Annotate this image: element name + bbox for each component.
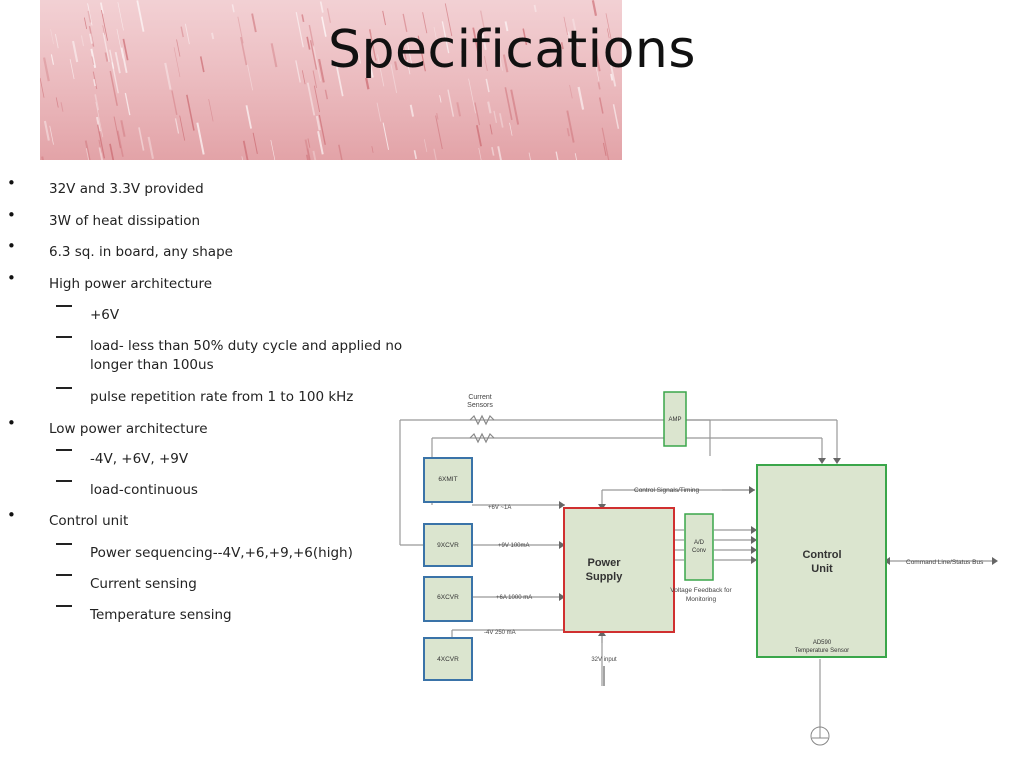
dash-icon — [56, 387, 72, 389]
bullet-text: load-continuous — [90, 482, 198, 498]
control-unit-box — [756, 464, 887, 658]
resistor-icon — [469, 414, 495, 426]
voltage-feedback-label-2: Monitoring — [686, 596, 717, 603]
xcvr9-label: 9XCVR — [437, 542, 459, 549]
ad-converter-box — [684, 513, 714, 581]
bullet-text: 3W of heat dissipation — [49, 213, 201, 229]
input-32v-label: 32V input — [591, 657, 617, 663]
amp-box — [663, 391, 687, 447]
current-sensors-label-2: Sensors — [467, 402, 493, 409]
xmit6-box — [423, 457, 473, 503]
dash-icon — [56, 336, 72, 338]
amp-label: AMP — [668, 417, 681, 423]
bullet-text: High power architecture — [49, 276, 213, 292]
rail-4v-label: -4V 250 mA — [484, 630, 516, 636]
bullet-text: pulse repetition rate from 1 to 100 kHz — [90, 389, 354, 405]
temp-sensor-label-2: Temperature Sensor — [795, 648, 849, 654]
bullet-text: Control unit — [49, 513, 129, 529]
block-diagram: Current Sensors AMP 6XMIT 9XCVR 6XCVR 4X… — [399, 391, 998, 746]
rail-9v-label: +9V 100mA — [498, 543, 530, 549]
control-unit-label-1: Control — [802, 549, 841, 561]
ground-icon — [810, 725, 830, 746]
bullet-dot-icon: • — [7, 414, 16, 432]
ad-label-2: Conv — [692, 548, 706, 554]
control-signals-label: Control Signals/Timing — [634, 487, 700, 494]
ad-label-1: A/D — [694, 540, 705, 546]
bullet-dot-icon: • — [7, 174, 16, 192]
voltage-feedback-label-1: Voltage Feedback for — [670, 587, 732, 594]
bullet-text: +6V — [90, 307, 120, 323]
slide-title: Specifications — [328, 20, 696, 80]
bullet-text: load- less than 50% duty cycle and appli… — [90, 338, 403, 373]
power-supply-label-1: Power — [587, 557, 621, 569]
bullet-text: Current sensing — [90, 576, 197, 592]
connection-lines — [399, 419, 996, 725]
xcvr6-box — [423, 576, 473, 622]
xcvr9-box — [423, 523, 473, 567]
bullet-text: Power sequencing--4V,+6,+9,+6(high) — [90, 545, 353, 561]
xcvr6-label: 6XCVR — [437, 594, 459, 601]
xmit6-label: 6XMIT — [438, 476, 457, 483]
rail-6v-label: +6V ~1A — [488, 505, 511, 511]
rail-6a-label: +6A 1000 mA — [496, 595, 532, 601]
bullet-text: Low power architecture — [49, 421, 208, 437]
dash-icon — [56, 543, 72, 545]
bullet-text: Temperature sensing — [90, 607, 232, 623]
dash-icon — [56, 480, 72, 482]
xcvr4-box — [423, 637, 473, 681]
bullet-text: -4V, +6V, +9V — [90, 451, 189, 467]
temp-sensor-label-1: AD590 — [813, 640, 832, 646]
resistor-icon — [469, 432, 495, 444]
bullet-dot-icon: • — [7, 269, 16, 287]
arrowheads — [559, 458, 998, 636]
power-supply-label-2: Supply — [586, 571, 624, 583]
bullet-text: 6.3 sq. in board, any shape — [49, 244, 233, 260]
dash-icon — [56, 449, 72, 451]
title-banner — [40, 0, 622, 160]
bullet-dot-icon: • — [7, 206, 16, 224]
bullet-text: 32V and 3.3V provided — [49, 181, 204, 197]
dash-icon — [56, 305, 72, 307]
current-sensors-label-1: Current — [468, 394, 491, 401]
dash-icon — [56, 605, 72, 607]
xcvr4-label: 4XCVR — [437, 656, 459, 663]
control-unit-label-2: Unit — [811, 563, 833, 575]
bullet-dot-icon: • — [7, 506, 16, 524]
command-line-label: Command Line/Status Bus — [906, 559, 984, 566]
bullet-list: • 32V and 3.3V provided • 3W of heat dissip… — [0, 0, 460, 768]
dash-icon — [56, 574, 72, 576]
power-supply-box — [563, 507, 675, 633]
bullet-dot-icon: • — [7, 237, 16, 255]
